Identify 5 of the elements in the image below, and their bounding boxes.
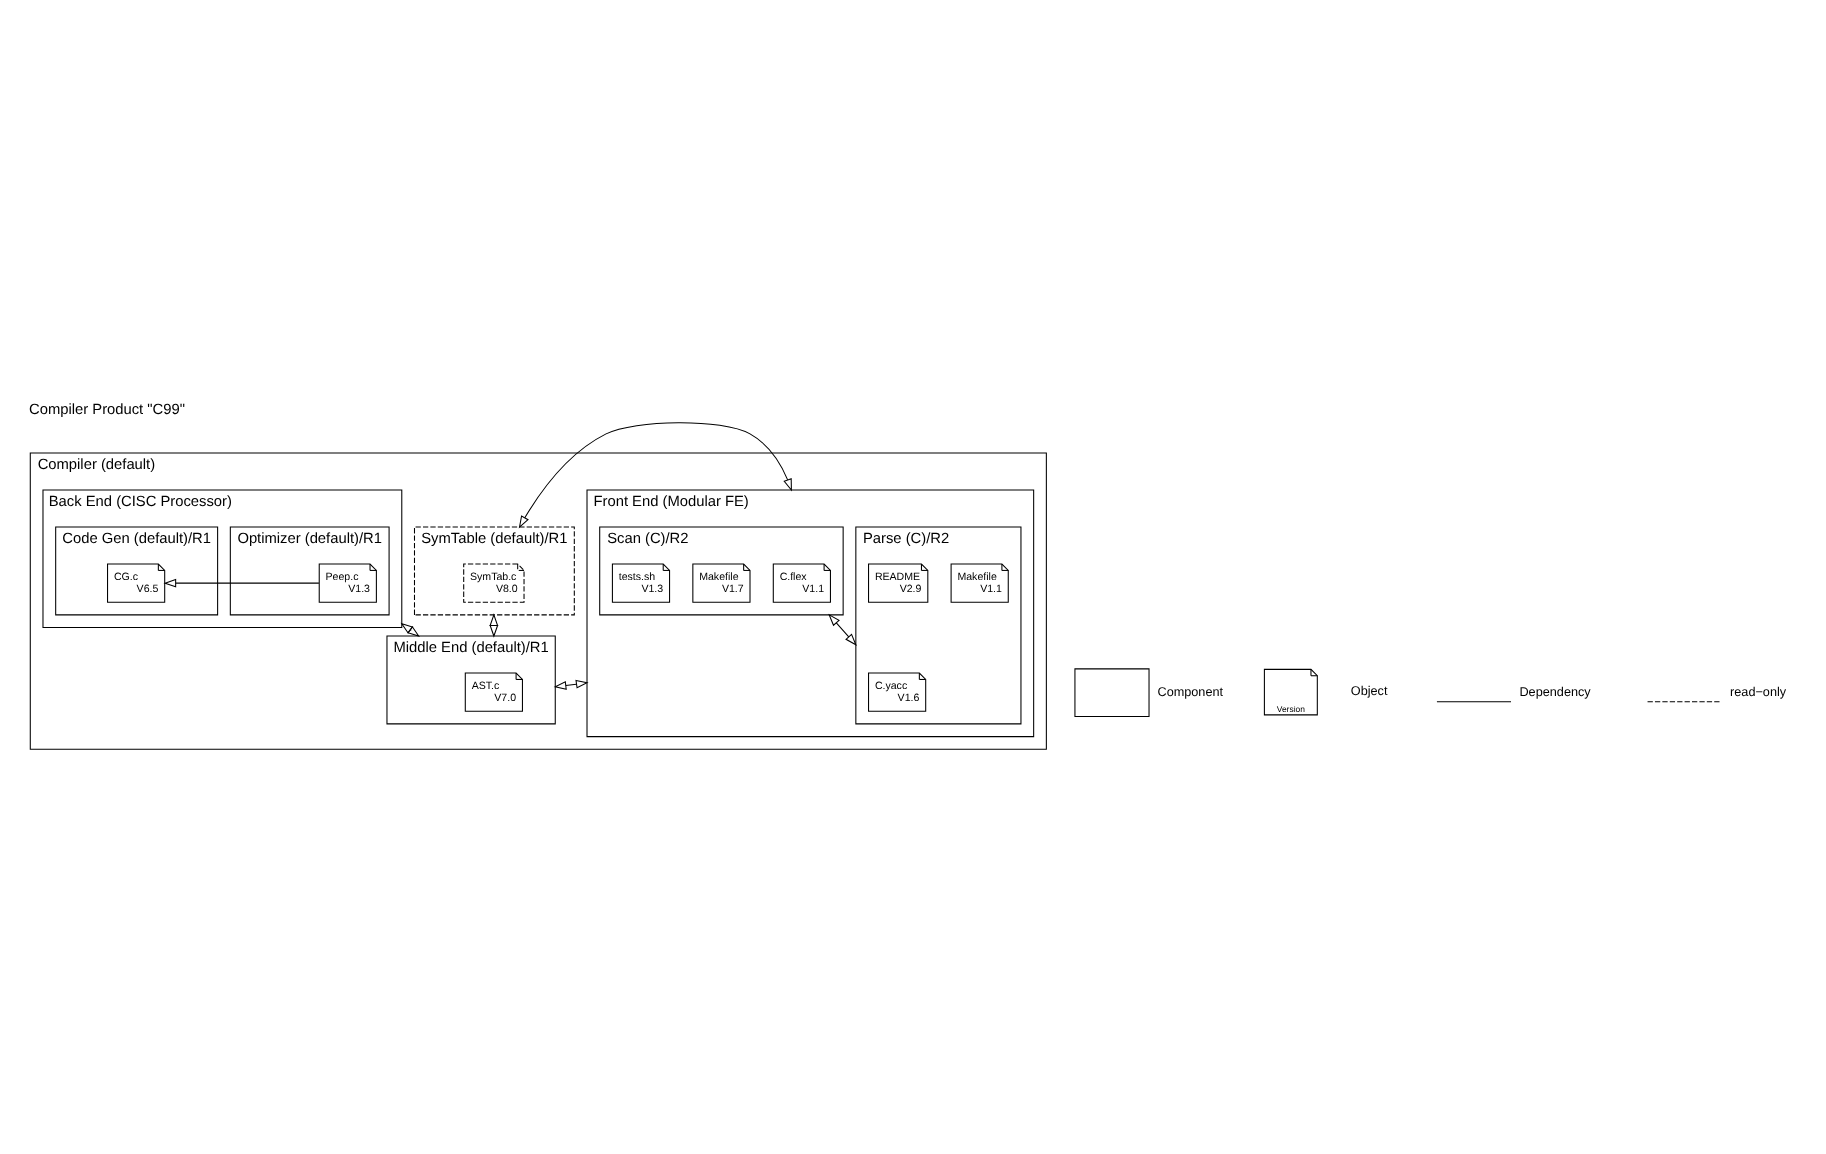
arrow (828, 612, 857, 645)
arrow (163, 577, 320, 587)
arrow (553, 678, 589, 689)
arrow (518, 421, 792, 528)
arrow (400, 621, 420, 636)
